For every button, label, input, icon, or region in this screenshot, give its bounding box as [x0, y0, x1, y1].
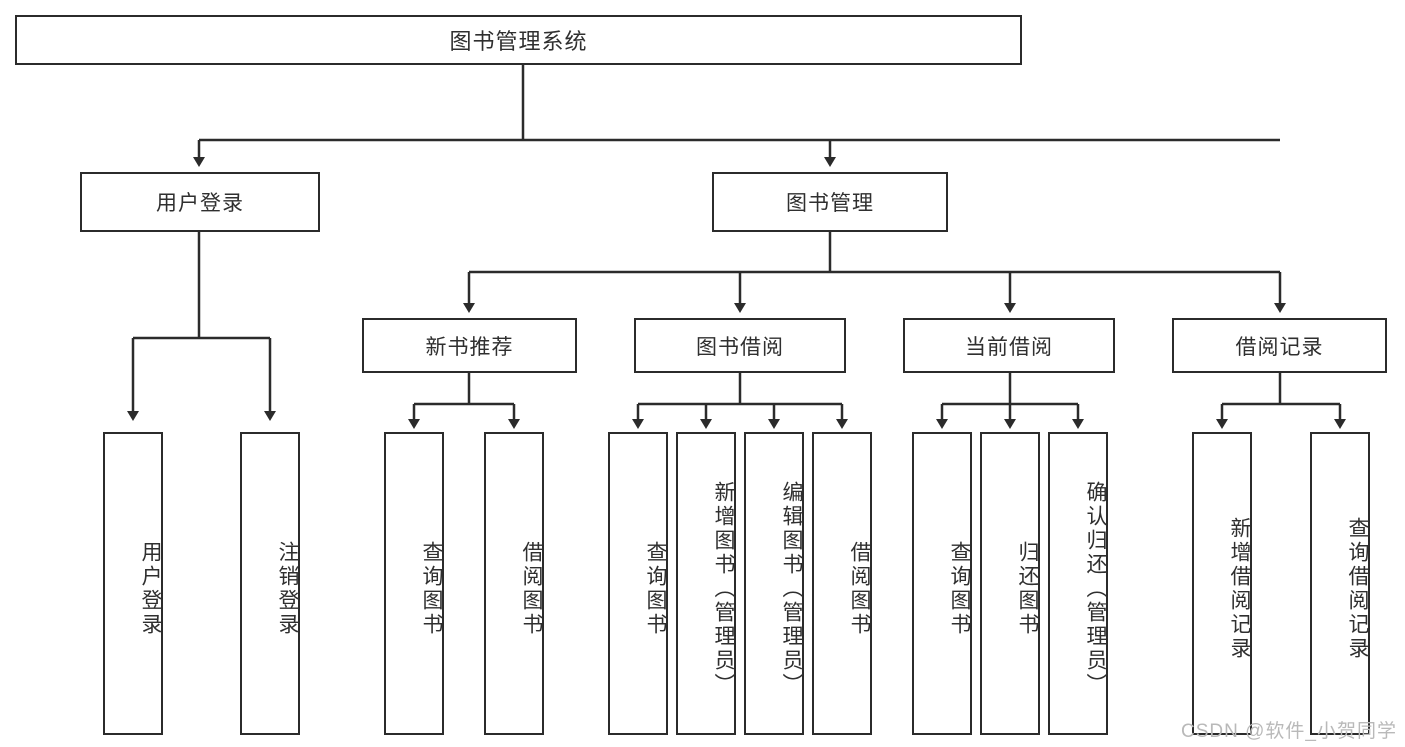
leaf-query-book[interactable]: 查询图书 [608, 432, 668, 735]
leaf-return-book[interactable]: 归还图书 [980, 432, 1040, 735]
leaf-query-book-current[interactable]: 查询图书 [912, 432, 972, 735]
leaf-query-borrow-record[interactable]: 查询借阅记录 [1310, 432, 1370, 735]
node-label: 图书管理 [786, 192, 874, 215]
node-label: 用户登录 [139, 540, 162, 637]
node-user-login[interactable]: 用户登录 [80, 172, 320, 232]
leaf-query-book-recommend[interactable]: 查询图书 [384, 432, 444, 735]
leaf-borrow-book-recommend[interactable]: 借阅图书 [484, 432, 544, 735]
node-book-borrow[interactable]: 图书借阅 [634, 318, 846, 373]
node-label: 注销登录 [276, 540, 299, 637]
leaf-borrow-book[interactable]: 借阅图书 [812, 432, 872, 735]
node-label: 借阅图书 [848, 540, 871, 637]
node-label: 当前借阅 [965, 335, 1053, 359]
node-label: 编辑图书（管理员） [780, 480, 803, 697]
node-label: 查询图书 [420, 540, 443, 637]
node-label: 新增借阅记录 [1228, 516, 1251, 661]
node-label: 图书借阅 [696, 335, 784, 359]
leaf-edit-book-admin[interactable]: 编辑图书（管理员） [744, 432, 804, 735]
node-label: 图书管理系统 [449, 29, 588, 54]
csdn-watermark: CSDN @软件_小贺同学 [1181, 721, 1397, 742]
leaf-add-borrow-record[interactable]: 新增借阅记录 [1192, 432, 1252, 735]
node-label: 归还图书 [1016, 540, 1039, 637]
node-current-borrow[interactable]: 当前借阅 [903, 318, 1115, 373]
leaf-confirm-return-admin[interactable]: 确认归还（管理员） [1048, 432, 1108, 735]
node-label: 查询图书 [948, 540, 971, 637]
leaf-logout[interactable]: 注销登录 [240, 432, 300, 735]
node-label: 新书推荐 [425, 335, 514, 359]
node-new-book-recommend[interactable]: 新书推荐 [362, 318, 577, 373]
leaf-add-book-admin[interactable]: 新增图书（管理员） [676, 432, 736, 735]
node-label: 查询借阅记录 [1346, 516, 1369, 661]
node-label: 借阅图书 [520, 540, 543, 637]
node-label: 新增图书（管理员） [712, 480, 735, 697]
node-label: 确认归还（管理员） [1084, 480, 1107, 697]
node-label: 借阅记录 [1235, 335, 1324, 359]
node-label: 查询图书 [644, 540, 667, 637]
node-borrow-records[interactable]: 借阅记录 [1172, 318, 1387, 373]
node-label: 用户登录 [156, 192, 244, 215]
leaf-user-login[interactable]: 用户登录 [103, 432, 163, 735]
node-book-management[interactable]: 图书管理 [712, 172, 948, 232]
node-root-system[interactable]: 图书管理系统 [15, 15, 1022, 65]
